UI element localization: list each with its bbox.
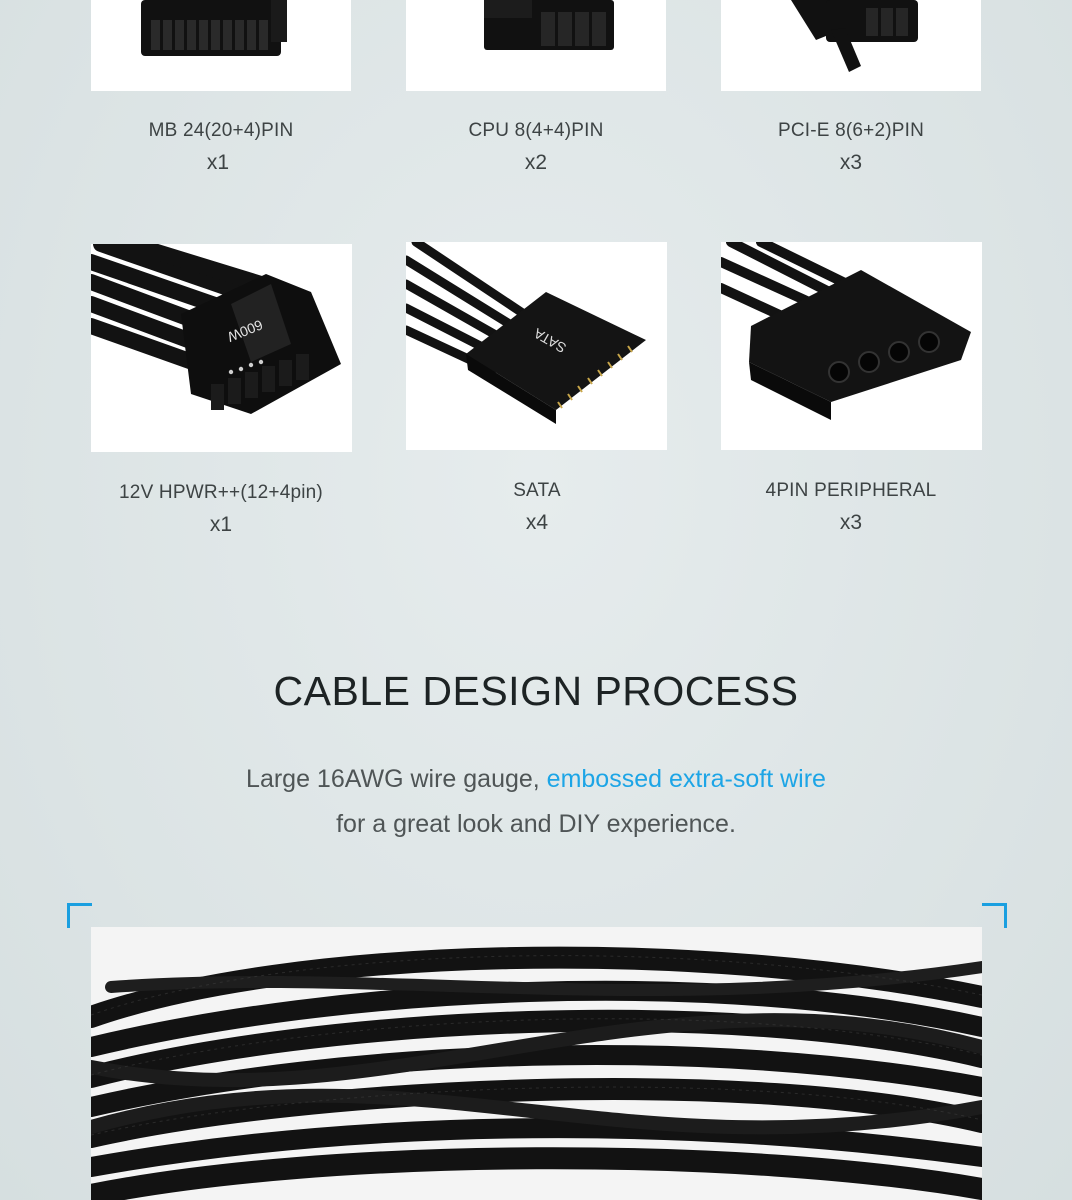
connector-count: x3	[839, 151, 863, 174]
corner-bracket-left	[67, 903, 92, 928]
connector-count: x1	[206, 151, 230, 174]
molex-connector-image	[721, 242, 971, 420]
connector-label: SATA	[513, 480, 561, 501]
12vhpwr-connector-image: 600W	[91, 244, 341, 414]
cpu-8pin-connector-image	[484, 0, 614, 50]
section-title: CABLE DESIGN PROCESS	[273, 668, 799, 714]
section-description-line2: for a great look and DIY experience.	[336, 810, 736, 838]
corner-bracket-right	[982, 903, 1007, 928]
connector-card-cpu8	[406, 0, 666, 91]
atx-24pin-connector-image	[141, 0, 287, 56]
connector-card-12vhpwr: 600W	[91, 244, 352, 452]
connector-label: 12V HPWR++(12+4pin)	[119, 482, 323, 503]
description-highlight: embossed extra-soft wire	[546, 765, 826, 793]
connector-card-pcie8	[721, 0, 981, 91]
connector-label: MB 24(20+4)PIN	[148, 120, 294, 141]
connector-count: x3	[839, 511, 863, 534]
connector-count: x1	[209, 513, 233, 536]
connector-count: x2	[524, 151, 548, 174]
braided-cable-image	[91, 927, 982, 1200]
pcie-8pin-connector-image	[791, 0, 918, 72]
connector-card-sata: SATA	[406, 242, 667, 450]
connector-label: 4PIN PERIPHERAL	[765, 480, 937, 501]
connector-label: PCI-E 8(6+2)PIN	[777, 120, 925, 141]
description-text: Large 16AWG wire gauge,	[246, 765, 547, 793]
braided-cable-photo	[91, 927, 982, 1200]
connector-card-mb24	[91, 0, 351, 91]
connector-label: CPU 8(4+4)PIN	[468, 120, 604, 141]
section-description-line1: Large 16AWG wire gauge, embossed extra-s…	[0, 765, 1072, 794]
connector-card-molex	[721, 242, 982, 450]
sata-connector-image: SATA	[406, 242, 646, 424]
connector-count: x4	[525, 511, 549, 534]
